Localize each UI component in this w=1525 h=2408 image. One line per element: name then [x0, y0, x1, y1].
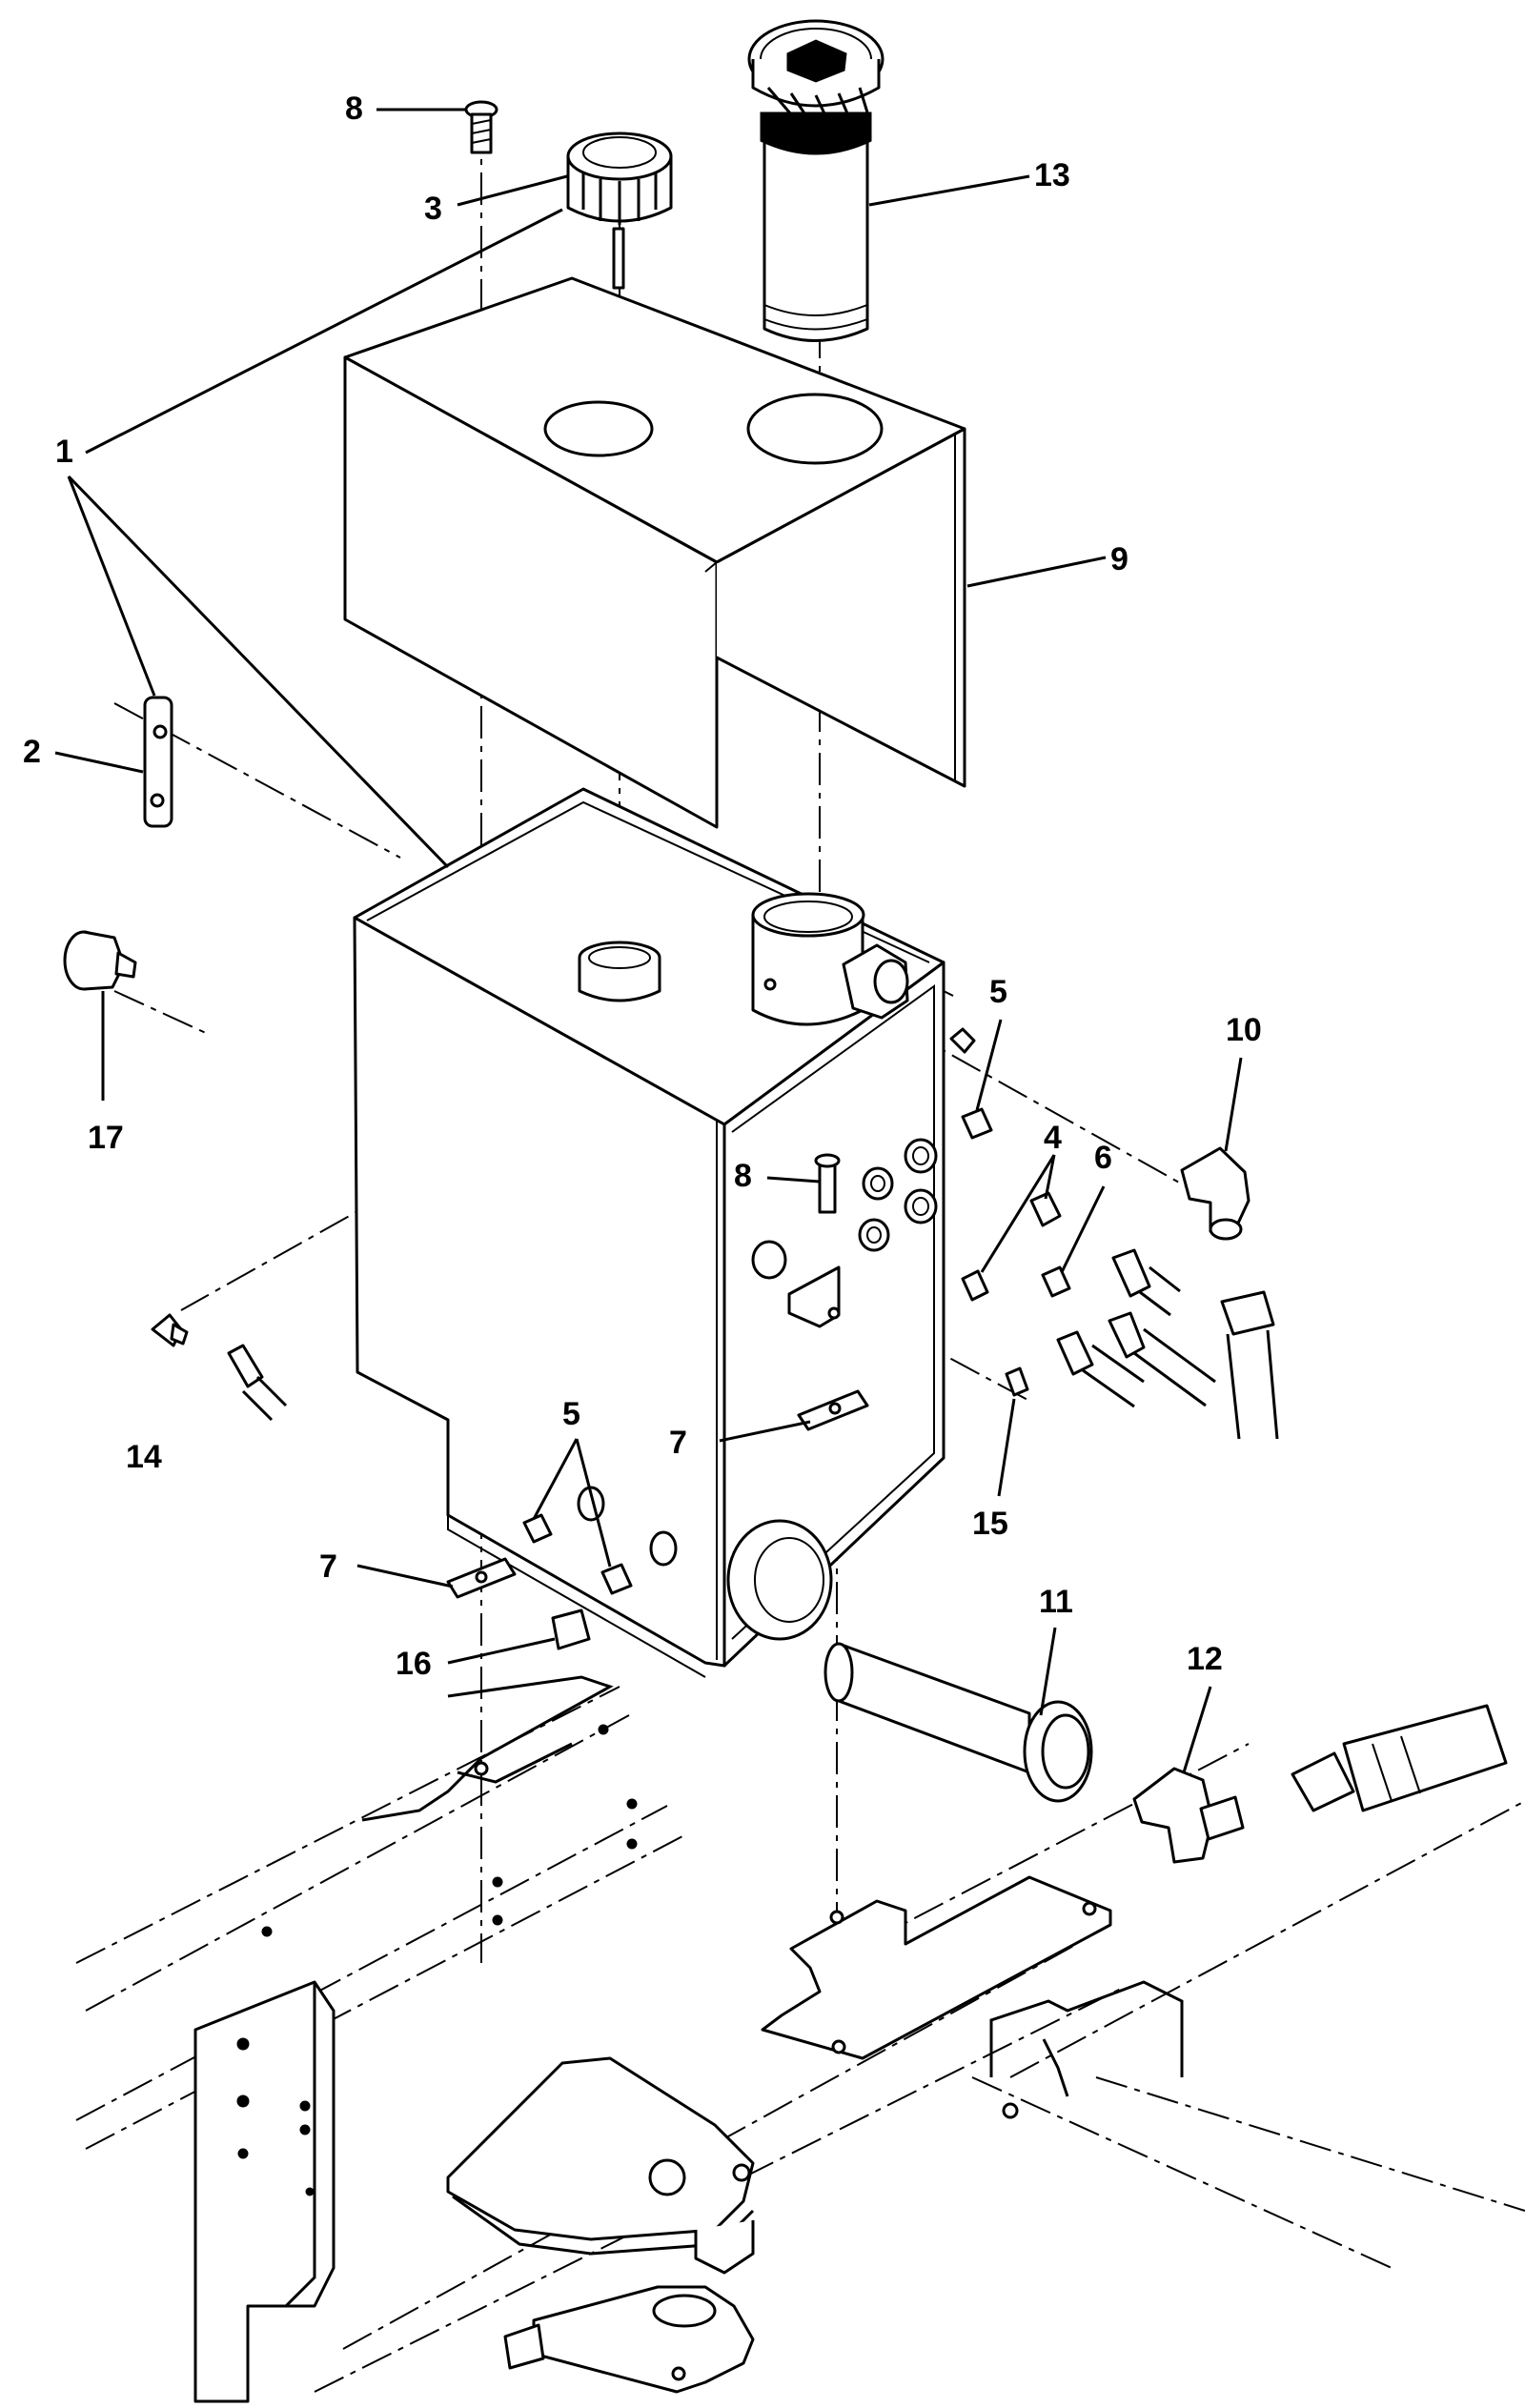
callout-17: 17	[88, 1120, 124, 1156]
callout-7-lower: 7	[319, 1548, 337, 1585]
callout-1: 1	[55, 434, 73, 470]
screw-top	[464, 100, 498, 154]
suction-tube	[824, 1642, 1093, 1803]
callout-16: 16	[396, 1646, 432, 1682]
callout-3: 3	[424, 191, 442, 227]
callout-5-upper: 5	[989, 974, 1007, 1010]
elbow-fitting-bottom	[1132, 1704, 1508, 1864]
callout-11: 11	[1039, 1584, 1073, 1620]
callout-8-top: 8	[345, 91, 363, 127]
side-fittings	[949, 1027, 1216, 1408]
frame-rails	[75, 1675, 1525, 2403]
callout-8-side: 8	[734, 1158, 752, 1194]
breather-cap	[566, 132, 673, 290]
callout-14: 14	[126, 1439, 162, 1475]
leader-lines	[54, 108, 1243, 1773]
elbow-fitting-top	[1180, 1146, 1279, 1440]
callout-13: 13	[1034, 157, 1070, 193]
bracket	[143, 696, 173, 828]
plugs-and-hardware	[446, 1107, 1029, 1650]
level-gauge	[63, 930, 137, 991]
callout-9: 9	[1110, 541, 1128, 577]
callout-15: 15	[972, 1506, 1008, 1542]
callout-5-lower: 5	[562, 1396, 580, 1432]
callout-4: 4	[1044, 1120, 1062, 1156]
return-filter	[747, 19, 884, 342]
hydraulic-tank	[353, 787, 946, 1678]
callout-2: 2	[23, 734, 41, 770]
left-elbow-fitting	[151, 1313, 288, 1422]
callouts: 1 2 3 4 5 5 6 7 7 8 8 9 10 11 12 13 14 1…	[23, 91, 1262, 1682]
callout-10: 10	[1226, 1012, 1262, 1048]
tank-cover	[343, 276, 966, 829]
callout-6: 6	[1094, 1140, 1112, 1176]
callout-7-upper: 7	[669, 1425, 687, 1461]
callout-12: 12	[1187, 1641, 1223, 1677]
